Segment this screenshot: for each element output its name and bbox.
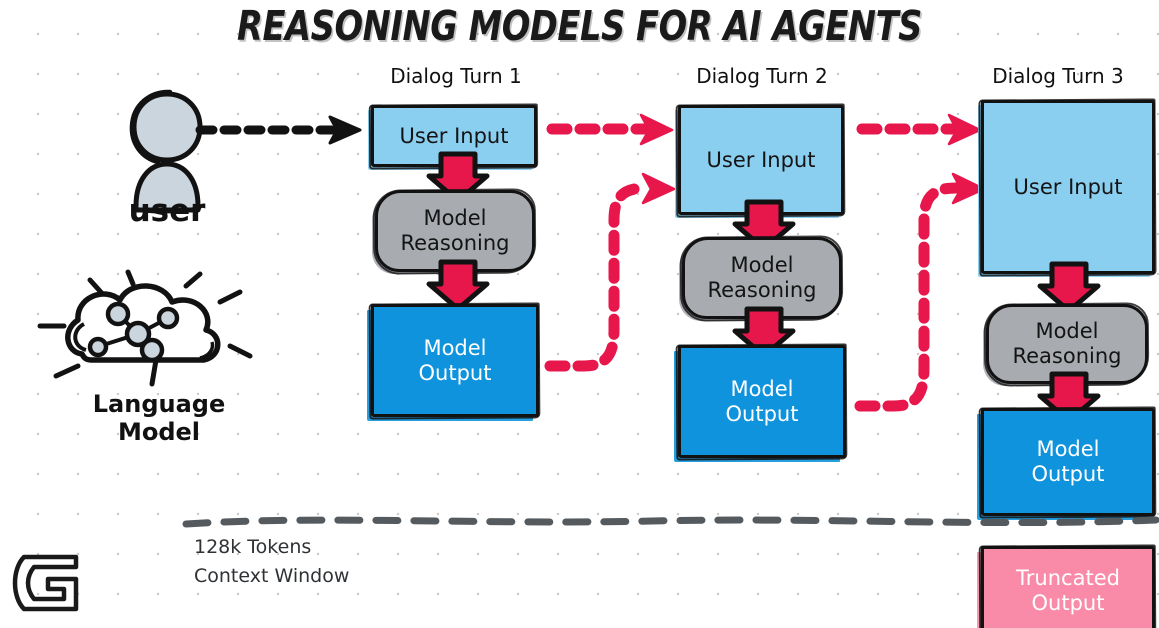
turn-1-model-reasoning[interactable]: Model Reasoning (375, 190, 535, 272)
turn-1-user-input[interactable]: User Input (371, 105, 537, 167)
turn-3-truncated-label-2: Output (1031, 591, 1105, 615)
language-model-actor (34, 268, 284, 398)
context-window-line2: Context Window (194, 565, 350, 588)
language-model-label-line1: Language (92, 390, 226, 418)
turn-3-reasoning-label-2: Reasoning (1012, 344, 1122, 368)
turn-1-model-output[interactable]: Model Output (371, 304, 539, 417)
turn-2-reasoning-label-2: Reasoning (707, 278, 817, 302)
turn-1-user-input-label: User Input (399, 123, 509, 148)
turn-2-arrow-reasoning-to-output (731, 306, 797, 359)
turn-1-output-label-2: Output (418, 360, 492, 385)
turn1-output-to-turn2-input-arrow (540, 148, 680, 380)
turn-3-output-label-2: Output (1031, 462, 1105, 486)
turn-1-arrow-reasoning-to-output (425, 259, 491, 312)
turn-3-reasoning-label-1: Model (1035, 319, 1099, 344)
turn-3-truncated-output[interactable]: Truncated Output (981, 546, 1155, 628)
turn-3-model-output[interactable]: Model Output (981, 408, 1155, 516)
turn-3-user-input-label: User Input (1013, 174, 1123, 199)
turn-2-reasoning-label-1: Model (730, 253, 794, 278)
turn-2-user-input-label: User Input (706, 147, 816, 172)
turn-1-reasoning-label-2: Reasoning (400, 231, 510, 255)
turn-1-reasoning-label-1: Model (423, 206, 487, 231)
turn-3-header: Dialog Turn 3 (992, 64, 1124, 88)
turn-3-user-input[interactable]: User Input (981, 100, 1155, 274)
turn2-output-to-turn3-input-arrow (850, 148, 990, 420)
turn1-to-turn2-input-carryover-arrow (546, 113, 676, 147)
context-window-divider (182, 504, 1159, 536)
turn-2-output-label-1: Model (730, 376, 794, 401)
turn2-to-turn3-input-carryover-arrow (856, 113, 984, 147)
turn-2-user-input[interactable]: User Input (678, 105, 844, 215)
user-avatar-icon (129, 89, 203, 214)
turn-3-arrow-input-to-reasoning (1036, 261, 1102, 314)
language-model-label-line2: Model (117, 418, 201, 446)
turn-3-output-label-1: Model (1036, 437, 1100, 462)
context-window-line1: 128k Tokens (194, 536, 312, 558)
turn-2-model-output[interactable]: Model Output (678, 345, 846, 458)
turn-3-truncated-label-1: Truncated (1016, 566, 1120, 591)
turn-1-header: Dialog Turn 1 (390, 64, 522, 88)
turn-1-arrow-input-to-reasoning (425, 151, 491, 204)
context-window-label: 128k Tokens Context Window (194, 533, 514, 592)
turn-2-header: Dialog Turn 2 (696, 64, 828, 88)
turn-1-output-label-1: Model (423, 335, 487, 360)
g-monogram-logo (12, 547, 92, 619)
user-to-turn1-arrow (195, 112, 364, 148)
user-actor (92, 78, 242, 228)
turn-2-output-label-2: Output (725, 401, 799, 426)
cloud-neural-network-icon (37, 269, 253, 387)
user-label: user (128, 193, 206, 229)
page-title: REASONING MODELS FOR AI AGENTS (237, 2, 922, 50)
